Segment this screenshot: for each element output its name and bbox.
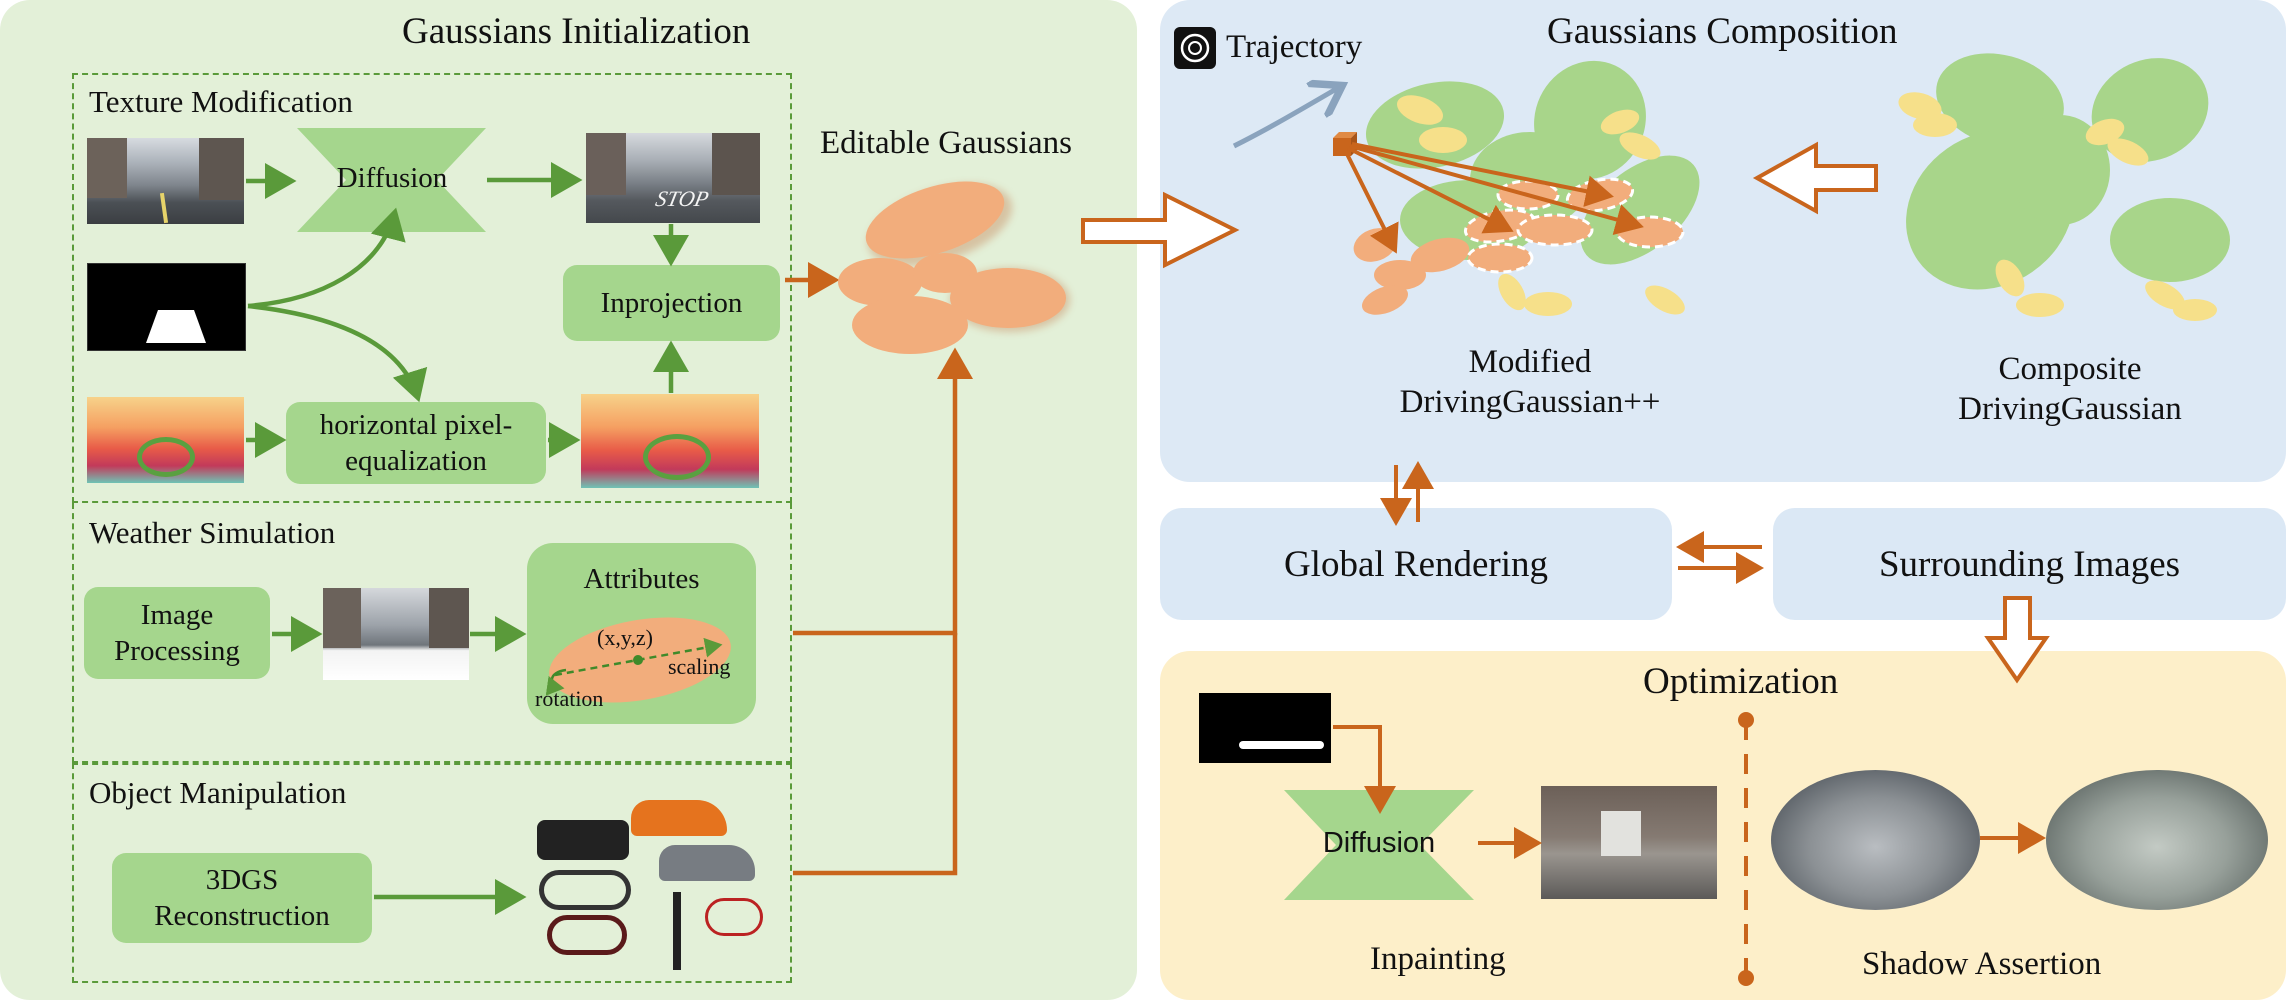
shadow-after-image: [2046, 770, 2268, 910]
composition-title: Gaussians Composition: [1547, 11, 1898, 52]
trajectory-arrow: [1232, 88, 1338, 149]
horizontal-pixel-equalization-label: horizontal pixel- equalization: [319, 408, 513, 477]
trajectory-label: Trajectory: [1226, 29, 1363, 65]
object-manipulation-title: Object Manipulation: [89, 775, 347, 810]
optimization-title: Optimization: [1643, 661, 1839, 702]
rotation-label: rotation: [535, 686, 604, 711]
modified-drivinggaussian-label: Modified DrivingGaussian++: [1399, 344, 1661, 420]
hollow-arrow-to-optimization: [1984, 596, 2050, 684]
global-rendering-box: Global Rendering: [1160, 508, 1672, 620]
hollow-arrow-composite-to-modified: [1752, 141, 1878, 215]
diffusion-label-top: Diffusion: [336, 162, 448, 194]
inprojection-box: Inprojection: [563, 265, 780, 341]
composite-gaussians-scene: [1898, 53, 2230, 321]
shadow-before-image: [1771, 770, 1980, 910]
shadow-assertion-label: Shadow Assertion: [1862, 946, 2102, 982]
snowy-street-image: [323, 588, 469, 680]
street-image: [87, 138, 244, 224]
rendering-arrows: [1380, 461, 1764, 584]
inpainting-label: Inpainting: [1370, 941, 1506, 977]
texture-modification-box: [72, 73, 792, 503]
orange-arrows-init: [785, 262, 973, 876]
weather-simulation-title: Weather Simulation: [89, 515, 336, 550]
scaling-label: scaling: [668, 654, 731, 679]
composite-drivinggaussian-label: Composite DrivingGaussian: [1958, 351, 2182, 427]
road-mask-image: [87, 263, 246, 351]
heatmap-image-right: [581, 394, 759, 488]
hollow-arrow-to-composition: [1081, 191, 1240, 269]
object-manipulation-box: [72, 763, 792, 983]
optimization-mask-image: [1199, 693, 1331, 763]
stop-edited-image: STOP: [586, 133, 760, 223]
image-processing-label: Image Processing: [114, 598, 240, 667]
modified-gaussians-scene: [1333, 60, 1700, 316]
texture-modification-title: Texture Modification: [89, 84, 353, 119]
editable-gaussians: [838, 181, 1070, 354]
3dgs-reconstruction-box: 3DGS Reconstruction: [112, 853, 372, 943]
initialization-title: Gaussians Initialization: [402, 11, 751, 52]
inpainted-street-image: [1541, 786, 1717, 899]
optimization-divider: [1738, 712, 1754, 986]
diffusion-block-top: [297, 128, 486, 232]
vehicles-objects-image: [535, 790, 765, 980]
green-arrows: [246, 162, 689, 915]
xyz-label: (x,y,z): [597, 625, 653, 650]
editable-gaussians-label: Editable Gaussians: [820, 125, 1073, 161]
heatmap-image-left: [87, 397, 244, 483]
global-rendering-label: Global Rendering: [1283, 543, 1549, 585]
attributes-label: Attributes: [583, 563, 700, 595]
diffusion-block-bottom: [1284, 790, 1474, 900]
horizontal-pixel-equalization-box: horizontal pixel- equalization: [286, 402, 546, 484]
inprojection-label: Inprojection: [600, 286, 743, 319]
image-processing-box: Image Processing: [84, 587, 270, 679]
weather-simulation-box: [72, 503, 792, 763]
attributes-gaussian: [545, 617, 731, 703]
3dgs-reconstruction-label: 3DGS Reconstruction: [154, 863, 330, 932]
diffusion-label-bottom: Diffusion: [1322, 827, 1436, 859]
trajectory-icon: [1174, 27, 1216, 69]
optimization-arrows: [1333, 725, 2046, 859]
surrounding-images-label: Surrounding Images: [1878, 543, 2181, 585]
